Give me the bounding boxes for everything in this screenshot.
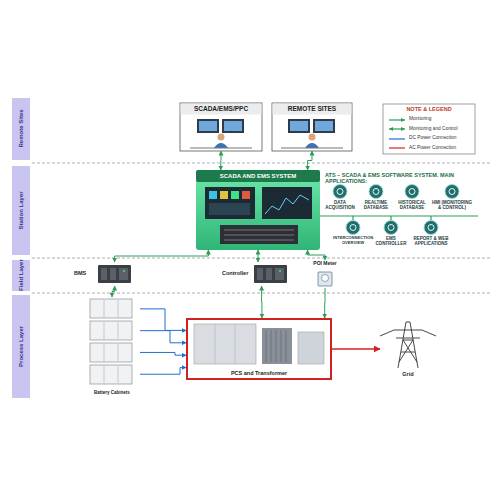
layer-band: Station Layer xyxy=(12,166,30,255)
application-circle: HISTORICAL DATABASE xyxy=(394,184,430,214)
legend-text: Monitoring xyxy=(409,116,473,122)
layer-band: Remote Sites xyxy=(12,98,30,160)
application-circle: REPORT & WEB APPLICATIONS xyxy=(411,220,451,250)
application-circle: REALTIME DATABASE xyxy=(358,184,394,214)
app-caption: REPORT & WEB APPLICATIONS xyxy=(411,236,451,246)
legend-box xyxy=(383,104,475,154)
component-box: Controller xyxy=(222,262,288,286)
layer-label: Station Layer xyxy=(18,165,25,254)
app-circle-icon xyxy=(430,184,474,200)
application-bus xyxy=(320,216,478,220)
legend-sample xyxy=(388,117,406,123)
monitoring-connector xyxy=(308,151,312,170)
component-box: POI Meter xyxy=(310,260,340,288)
app-caption: DATA ACQUISITION xyxy=(322,200,358,210)
remote-station xyxy=(272,103,352,151)
software-heading: ATS – SCADA & EMS SOFTWARE SYSTEM. MAIN … xyxy=(325,172,485,185)
layer-label: Process Layer xyxy=(18,294,25,397)
legend-sample xyxy=(388,126,406,132)
legend-text: AC Power Connection xyxy=(409,145,473,151)
ac-power-connector xyxy=(332,348,380,349)
legend-sample xyxy=(388,136,406,142)
component-box: SCADA/EMS/PPC xyxy=(180,103,262,151)
component-box: Battery Cabinets xyxy=(84,297,140,396)
monitoring-connector xyxy=(308,250,325,260)
dc-power-connector xyxy=(140,368,186,375)
app-circle-icon xyxy=(358,184,394,200)
layer-label: Field Layer xyxy=(18,259,25,290)
legend-sample xyxy=(388,145,406,151)
app-circle-icon xyxy=(322,184,358,200)
battery-cabinets xyxy=(90,299,132,384)
layer-label: Remote Sites xyxy=(18,97,25,159)
app-caption: INTERCONNECTION OVERVIEW xyxy=(333,236,373,246)
layer-bands xyxy=(12,98,30,398)
panel-title: SCADA AND EMS SYSTEM xyxy=(196,173,320,180)
dc-power-connector xyxy=(140,352,186,355)
app-caption: HMI (MONITORING & CONTROL) xyxy=(430,200,474,210)
app-circle-icon xyxy=(394,184,430,200)
scada-panel xyxy=(196,170,320,250)
component-box: REMOTE SITES xyxy=(272,103,352,151)
application-circle: DATA ACQUISITION xyxy=(322,184,358,214)
box-title: REMOTE SITES xyxy=(272,105,352,112)
monitoring-connector xyxy=(112,286,115,297)
app-circle-icon xyxy=(411,220,451,236)
dc-power-connector xyxy=(140,309,186,331)
device-label: POI Meter xyxy=(306,261,344,267)
app-circle-icon xyxy=(373,220,409,236)
field-devices xyxy=(98,265,332,286)
layer-band: Process Layer xyxy=(12,295,30,398)
box-label: PCS and Transformer xyxy=(188,370,330,376)
layer-separators xyxy=(32,163,490,293)
transmission-tower xyxy=(380,322,436,368)
legend-text: Monitoring and Control xyxy=(409,126,473,132)
group-label: Battery Cabinets xyxy=(78,390,146,395)
app-circle-icon xyxy=(333,220,373,236)
box-label: Grid xyxy=(380,371,436,377)
component-box: Grid xyxy=(380,318,436,380)
component-box: PCS and Transformer xyxy=(186,318,332,380)
monitoring-connector xyxy=(261,286,262,318)
monitoring-connector xyxy=(115,250,209,262)
app-caption: HISTORICAL DATABASE xyxy=(394,200,430,210)
component-box: SCADA AND EMS SYSTEM xyxy=(196,170,320,250)
app-caption: REALTIME DATABASE xyxy=(358,200,394,210)
operator-station xyxy=(180,103,262,151)
application-circle: HMI (MONITORING & CONTROL) xyxy=(430,184,474,214)
component-box: BMS xyxy=(74,262,132,286)
device-label: Controller xyxy=(222,270,252,276)
layer-band: Field Layer xyxy=(12,260,30,291)
device-label: BMS xyxy=(74,270,96,276)
dc-power-connector xyxy=(140,331,186,343)
monitoring-connector xyxy=(257,250,258,262)
legend-heading: NOTE & LEGEND xyxy=(383,106,475,112)
legend-text: DC Power Connection xyxy=(409,135,473,141)
pcs-transformer xyxy=(194,324,324,364)
application-circle: EMS CONTROLLER xyxy=(373,220,409,250)
monitoring-connector xyxy=(220,151,221,170)
app-caption: EMS CONTROLLER xyxy=(373,236,409,246)
box-title: SCADA/EMS/PPC xyxy=(180,105,262,112)
monitoring-connector xyxy=(324,288,325,318)
application-circle: INTERCONNECTION OVERVIEW xyxy=(333,220,373,250)
